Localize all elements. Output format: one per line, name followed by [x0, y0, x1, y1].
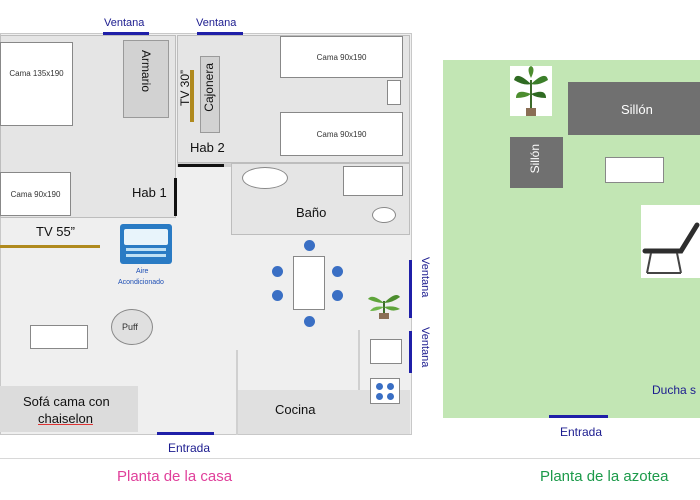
wardrobe: [123, 40, 169, 118]
window-right-1: [409, 260, 412, 318]
bano-label: Baño: [296, 205, 327, 220]
tv30-label: TV 30”: [178, 70, 192, 107]
bed-90-b: Cama 90x190: [280, 112, 403, 156]
side-table: [605, 157, 664, 183]
bathtub: [242, 167, 288, 189]
bed-90-left: Cama 90x190: [0, 172, 71, 216]
bed-90-a-label: Cama 90x190: [316, 52, 367, 62]
kitchen-wall-1: [236, 350, 238, 435]
shower-tray: [343, 166, 403, 196]
sofa-label-2: chaiselon: [38, 411, 93, 426]
window-label-right-1: Ventana: [419, 257, 431, 298]
sillon-label-2: Sillón: [528, 144, 542, 174]
entrance-label: Entrada: [168, 441, 211, 455]
kitchen-wall-2: [358, 330, 360, 390]
dining-table: [293, 256, 325, 310]
divider-line: [0, 458, 700, 459]
armchair-small: [510, 137, 563, 188]
window-label-right-2: Ventana: [419, 327, 431, 368]
window-right-2: [409, 331, 412, 373]
plant-icon: [364, 287, 404, 319]
chair: [272, 266, 283, 277]
rooftop-entrance-door: [549, 415, 608, 418]
hab1-label: Hab 1: [132, 185, 167, 200]
sofa-label-1: Sofá cama con: [23, 394, 110, 409]
chair: [272, 290, 283, 301]
bed-135: Cama 135x190: [0, 42, 73, 126]
armchair-wide: [568, 82, 700, 135]
ac-label-2: Acondicionado: [118, 279, 164, 286]
window-label-top-2: Ventana: [196, 17, 237, 29]
coffee-table: [30, 325, 88, 349]
sillon-label-1: Sillón: [621, 102, 653, 117]
chair: [304, 240, 315, 251]
ducha-label: Ducha s: [652, 383, 697, 397]
rooftop-caption: Planta de la azotea: [540, 468, 669, 485]
puff-label: Puff: [122, 322, 138, 332]
kitchen-sink: [370, 339, 402, 364]
chair: [304, 316, 315, 327]
chair: [332, 266, 343, 277]
tv55-unit: [0, 245, 100, 248]
tv30-unit: [190, 70, 194, 122]
bed-90-b-label: Cama 90x190: [316, 129, 367, 139]
sink: [372, 207, 396, 223]
house-caption: Planta de la casa: [117, 468, 233, 485]
plant-icon: [510, 66, 552, 116]
bed-90-left-label: Cama 90x190: [10, 189, 61, 199]
hallway-door: [178, 164, 224, 167]
window-top-1: [103, 32, 149, 35]
ac-label-1: Aire: [136, 268, 149, 275]
tv55-label: TV 55”: [36, 224, 76, 239]
hab2-label: Hab 2: [190, 140, 225, 155]
window-top-2: [197, 32, 243, 35]
puff: [111, 309, 153, 345]
sofa: [0, 386, 138, 432]
wardrobe-label: Armario: [139, 50, 153, 93]
rooftop-entrance-label: Entrada: [560, 425, 603, 439]
chest-label: Cajonera: [202, 63, 216, 112]
stove-icon: [370, 378, 400, 404]
window-label-top-1: Ventana: [104, 17, 145, 29]
chair: [332, 290, 343, 301]
lounge-chair-icon: [641, 205, 700, 278]
cocina-label: Cocina: [275, 402, 316, 417]
chest-of-drawers: [200, 56, 220, 133]
bed-135-label: Cama 135x190: [9, 69, 64, 78]
entrance-door: [157, 432, 214, 435]
nightstand: [387, 80, 401, 105]
hab1-door: [174, 178, 177, 216]
bed-90-a: Cama 90x190: [280, 36, 403, 78]
air-conditioner-icon: [120, 224, 172, 264]
